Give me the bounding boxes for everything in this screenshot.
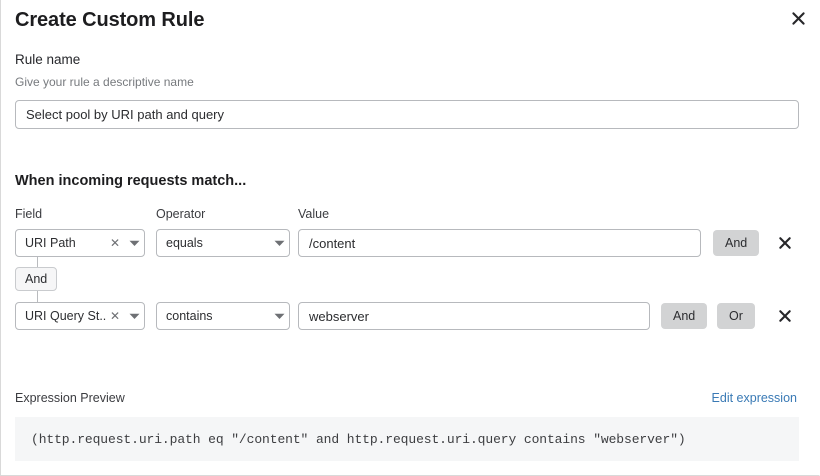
chevron-down-icon[interactable] xyxy=(269,313,289,320)
rule-name-label: Rule name xyxy=(15,52,81,67)
column-header-value: Value xyxy=(298,207,330,221)
condition-row: URI Path ✕ equals And xyxy=(1,229,820,257)
expression-preview-label: Expression Preview xyxy=(15,391,125,405)
clear-icon[interactable]: ✕ xyxy=(109,309,120,323)
field-select-1-value: URI Path xyxy=(25,236,76,250)
and-button-2[interactable]: And xyxy=(661,303,708,329)
condition-connector-and[interactable]: And xyxy=(15,267,58,291)
value-input-2[interactable] xyxy=(298,302,650,330)
close-icon[interactable] xyxy=(786,6,810,30)
and-button-1[interactable]: And xyxy=(713,230,760,256)
column-header-operator: Operator xyxy=(156,207,206,221)
delete-condition-1-icon[interactable] xyxy=(773,231,797,255)
field-select-1[interactable]: URI Path ✕ xyxy=(15,229,145,257)
dialog-title: Create Custom Rule xyxy=(15,9,205,31)
chevron-down-icon[interactable] xyxy=(124,313,144,320)
conditions-heading: When incoming requests match... xyxy=(15,173,247,189)
clear-icon[interactable]: ✕ xyxy=(109,236,120,250)
edit-expression-link[interactable]: Edit expression xyxy=(711,391,797,405)
condition-row: URI Query St... ✕ contains And Or xyxy=(1,302,820,330)
value-input-1[interactable] xyxy=(298,229,701,257)
operator-select-1[interactable]: equals xyxy=(156,229,290,257)
expression-preview-code: (http.request.uri.path eq "/content" and… xyxy=(15,417,799,461)
chevron-down-icon[interactable] xyxy=(124,240,144,247)
operator-select-2-value: contains xyxy=(166,309,213,323)
operator-select-2[interactable]: contains xyxy=(156,302,290,330)
column-header-field: Field xyxy=(15,207,43,221)
delete-condition-2-icon[interactable] xyxy=(773,304,797,328)
field-select-2[interactable]: URI Query St... ✕ xyxy=(15,302,145,330)
rule-name-hint: Give your rule a descriptive name xyxy=(15,75,194,89)
or-button-2[interactable]: Or xyxy=(717,303,755,329)
field-select-2-value: URI Query St... xyxy=(25,309,106,323)
chevron-down-icon[interactable] xyxy=(269,240,289,247)
operator-select-1-value: equals xyxy=(166,236,203,250)
rule-name-input[interactable] xyxy=(15,100,799,129)
